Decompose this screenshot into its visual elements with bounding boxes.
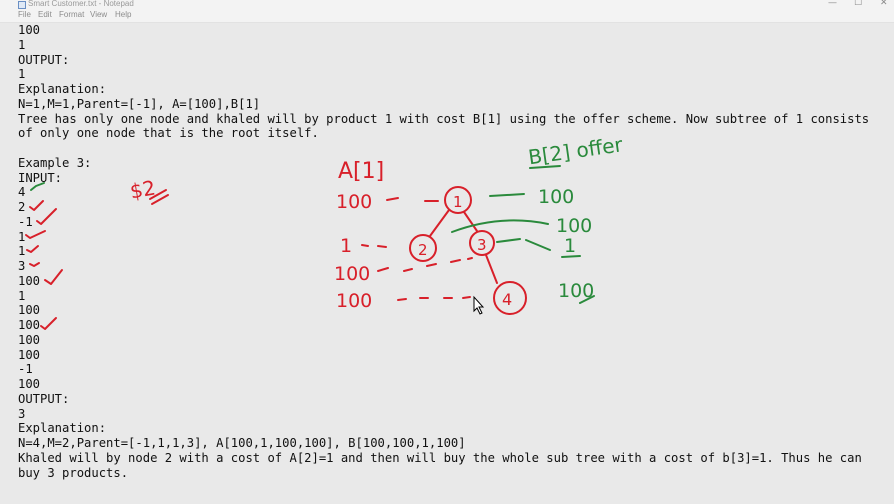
menu-edit[interactable]: Edit	[38, 10, 52, 19]
tree-edge	[485, 254, 498, 284]
text-line: 1	[18, 37, 26, 52]
b-value-label: 1	[564, 235, 576, 257]
checkmark-icon	[44, 269, 63, 285]
maximize-icon[interactable]: ☐	[854, 0, 863, 8]
text-line: 100	[18, 347, 41, 362]
connector-line	[451, 219, 549, 233]
text-line: buy 3 products.	[18, 465, 129, 480]
menu-view[interactable]: View	[90, 10, 108, 19]
close-icon[interactable]: ✕	[880, 0, 888, 8]
text-line: Khaled will by node 2 with a cost of A[2…	[18, 450, 862, 465]
text-line: 3	[18, 259, 26, 273]
tree-node	[444, 186, 472, 214]
connector-dash	[386, 197, 439, 202]
a-value-label: 100	[334, 263, 370, 285]
text-line: OUTPUT:	[18, 391, 70, 406]
notepad-app-icon	[18, 1, 26, 9]
tree-node-label: 3	[477, 236, 487, 254]
margin-note-underline	[149, 189, 169, 205]
text-line: 100	[18, 273, 41, 288]
text-line: Example 3:	[18, 155, 92, 170]
menu-file[interactable]: File	[18, 10, 31, 19]
checkmark-icon	[30, 182, 45, 191]
margin-note-label: $2	[128, 175, 157, 203]
text-line: 1	[18, 244, 26, 259]
tree-edge	[463, 211, 478, 232]
checkmark-icon	[25, 230, 46, 239]
text-line: INPUT:	[18, 170, 63, 185]
tree-node-label: 2	[418, 241, 428, 259]
text-line: 2	[18, 200, 26, 214]
connector-dash	[361, 244, 387, 248]
text-line: 100	[18, 318, 41, 332]
text-line: Explanation:	[18, 421, 107, 436]
a-value-label: 100	[336, 290, 372, 312]
b-column-header: B[2] offer	[527, 132, 625, 169]
text-line: Explanation:	[18, 82, 107, 96]
b-value-label: 100	[538, 186, 574, 208]
text-line: Tree has only one node and khaled will b…	[18, 111, 870, 126]
connector-line	[496, 238, 551, 251]
a-column-header: A[1]	[338, 159, 384, 184]
connector-line	[489, 193, 525, 197]
text-line: 4	[18, 185, 26, 200]
text-line: 1	[18, 67, 26, 82]
text-editor-area[interactable]: 100 1 OUTPUT: 1 Explanation: N=1,M=1,Par…	[0, 23, 894, 504]
checkmark-icon	[36, 208, 57, 225]
text-line: of only one node that is the root itself…	[18, 126, 319, 141]
b-header-underline	[529, 165, 561, 169]
minimize-icon[interactable]: —	[828, 0, 837, 8]
tree-node-label: 4	[502, 290, 512, 309]
text-line: 1	[18, 288, 26, 303]
text-line: N=4,M=2,Parent=[-1,1,1,3], A[100,1,100,1…	[18, 436, 466, 450]
b-value-label: 100	[556, 215, 592, 237]
checkmark-icon	[26, 245, 39, 253]
tree-edge	[429, 209, 450, 237]
b-value-underline	[561, 255, 581, 258]
text-line: 1	[18, 229, 26, 244]
text-line: 100	[18, 377, 41, 391]
connector-dash	[377, 257, 473, 272]
checkmark-icon	[40, 317, 57, 330]
b-value-label: 100	[558, 280, 594, 302]
text-line: 100	[18, 332, 41, 347]
tree-node	[493, 281, 527, 315]
text-line: OUTPUT:	[18, 52, 70, 67]
connector-dash	[397, 296, 471, 301]
menu-bar: File Edit Format View Help	[0, 9, 894, 23]
a-value-label: 1	[340, 235, 352, 257]
title-bar: Smart Customer.txt - Notepad — ☐ ✕	[0, 0, 894, 9]
window-title: Smart Customer.txt - Notepad	[28, 0, 134, 8]
tree-node	[409, 234, 437, 262]
text-line: N=1,M=1,Parent=[-1], A=[100],B[1]	[18, 96, 261, 111]
text-line: -1	[18, 362, 33, 377]
text-line: 100	[18, 23, 41, 37]
menu-help[interactable]: Help	[115, 10, 132, 19]
menu-format[interactable]: Format	[59, 10, 85, 19]
tree-node-label: 1	[453, 193, 463, 211]
tree-node	[469, 230, 495, 256]
checkmark-icon	[29, 262, 40, 267]
checkmark-icon	[29, 200, 44, 211]
mouse-cursor-icon	[473, 295, 485, 315]
text-line: 3	[18, 406, 26, 421]
text-line: -1	[18, 214, 33, 229]
a-value-label: 100	[336, 191, 372, 213]
b-value-underline	[579, 295, 595, 304]
text-line: 100	[18, 303, 41, 318]
